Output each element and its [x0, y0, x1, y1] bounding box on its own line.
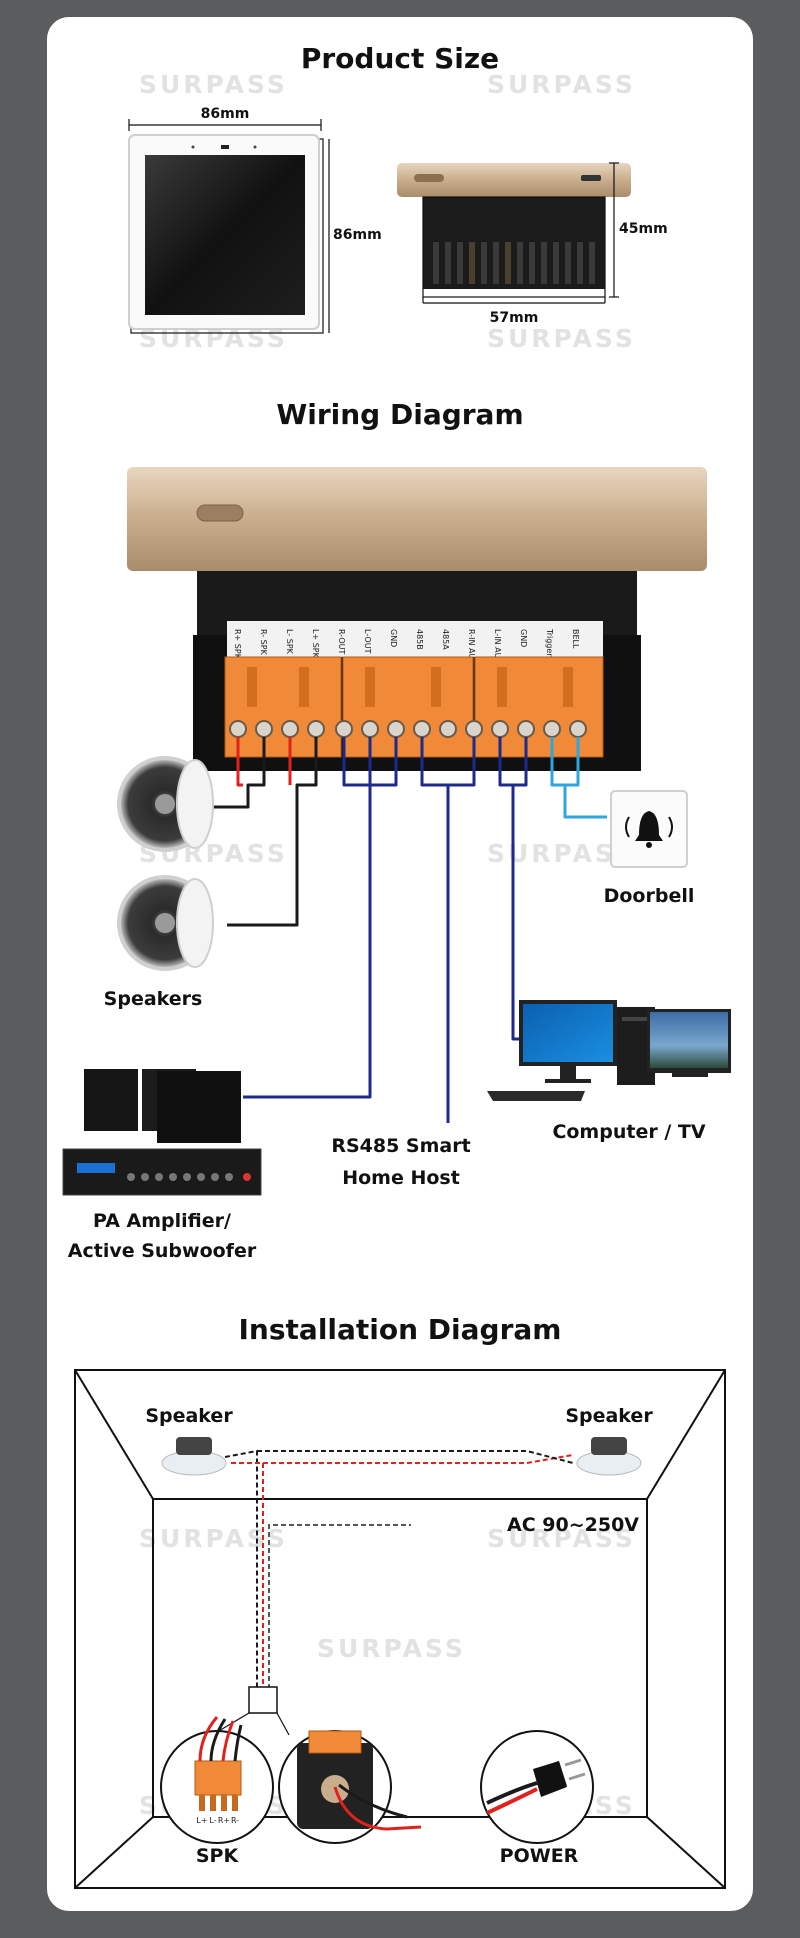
- watermark: SURPASS: [487, 70, 636, 99]
- ceiling-speaker-icon: [117, 756, 214, 852]
- room-outline: [74, 1369, 726, 1889]
- in-wall-cabling: [224, 1449, 574, 1697]
- module-back-detail: [278, 1730, 422, 1844]
- watermark: SURPASS: [139, 70, 288, 99]
- terminal-label: 485A: [441, 629, 450, 650]
- product-diagram-canvas: SURPASS SURPASS SURPASS SURPASS SURPASS …: [62, 42, 731, 1889]
- computer-tv-label: Computer / TV: [552, 1121, 705, 1143]
- power-plug-detail: [480, 1730, 594, 1844]
- amplifier-subwoofer-icon: [62, 1069, 262, 1196]
- spk-connector-detail: L+ L- R+ R-: [160, 1716, 274, 1844]
- doorbell-label: Doorbell: [604, 885, 695, 907]
- spk-pin-label: R-: [231, 1816, 239, 1825]
- front-width-label: 86mm: [201, 106, 250, 122]
- power-label: POWER: [500, 1845, 579, 1867]
- junction-box: [248, 1686, 278, 1714]
- wiring-lines: [207, 737, 607, 1123]
- terminal-label: 485B: [415, 629, 424, 650]
- watermark: SURPASS: [139, 1524, 288, 1553]
- watermark: SURPASS: [487, 324, 636, 353]
- watermark: SURPASS: [317, 1634, 466, 1663]
- terminal-label: Trigger Alarm: [545, 628, 554, 683]
- terminal-label: GND: [389, 629, 398, 647]
- spk-label: SPK: [196, 1845, 240, 1867]
- rs485-label-line2: Home Host: [342, 1167, 460, 1189]
- speaker-icon-right: [576, 1437, 642, 1476]
- front-height-label: 86mm: [333, 227, 382, 243]
- ceiling-speaker-icon: [117, 875, 214, 971]
- amplifier-label-line2: Active Subwoofer: [68, 1240, 257, 1262]
- terminal-blocks: [224, 656, 604, 758]
- product-size-title: Product Size: [301, 42, 499, 75]
- speaker-icon-left: [161, 1437, 227, 1476]
- spk-pin-label: R+: [218, 1816, 230, 1825]
- side-width-label: 57mm: [490, 310, 539, 326]
- side-view: 45mm 57mm: [397, 162, 668, 326]
- terminal-label: R+ SPK: [233, 629, 242, 660]
- product-sheet: SURPASS SURPASS SURPASS SURPASS SURPASS …: [47, 17, 753, 1911]
- terminal-label: R-OUT: [337, 629, 346, 654]
- rs485-label-line1: RS485 Smart: [331, 1135, 470, 1157]
- terminal-label: L- SPK: [285, 629, 294, 655]
- spk-pin-label: L+: [196, 1816, 207, 1825]
- terminal-label: R-IN AUX: [467, 629, 476, 665]
- amplifier-label-line1: PA Amplifier/: [93, 1210, 231, 1232]
- speaker-left-label: Speaker: [145, 1405, 233, 1427]
- ac-voltage-label: AC 90~250V: [507, 1514, 639, 1536]
- wiring-diagram-title: Wiring Diagram: [276, 398, 523, 431]
- speaker-right-label: Speaker: [565, 1405, 653, 1427]
- installation-diagram-title: Installation Diagram: [239, 1313, 562, 1346]
- computer-tv-icon: [487, 1000, 731, 1101]
- watermark: SURPASS: [487, 1524, 636, 1553]
- side-vent-slots: [433, 242, 595, 284]
- spk-pin-label: L-: [209, 1816, 216, 1825]
- terminal-label: GND: [519, 629, 528, 647]
- terminal-label: R- SPK: [259, 629, 268, 656]
- terminal-label: L-OUT: [363, 629, 372, 654]
- side-depth-label: 45mm: [619, 221, 668, 237]
- terminal-label: L-IN AUX: [493, 629, 502, 664]
- front-view: 86mm 86mm: [128, 106, 382, 334]
- watermark: SURPASS: [487, 839, 636, 868]
- terminal-label: BELL: [571, 629, 580, 649]
- panel-back-view: R+ SPK R- SPK L- SPK L+ SPK R-OUT L-OUT …: [127, 467, 707, 771]
- terminal-labels: R+ SPK R- SPK L- SPK L+ SPK R-OUT L-OUT …: [227, 621, 603, 683]
- speakers-label: Speakers: [104, 988, 203, 1010]
- doorbell-icon: [610, 790, 688, 868]
- terminal-label: L+ SPK: [311, 629, 320, 659]
